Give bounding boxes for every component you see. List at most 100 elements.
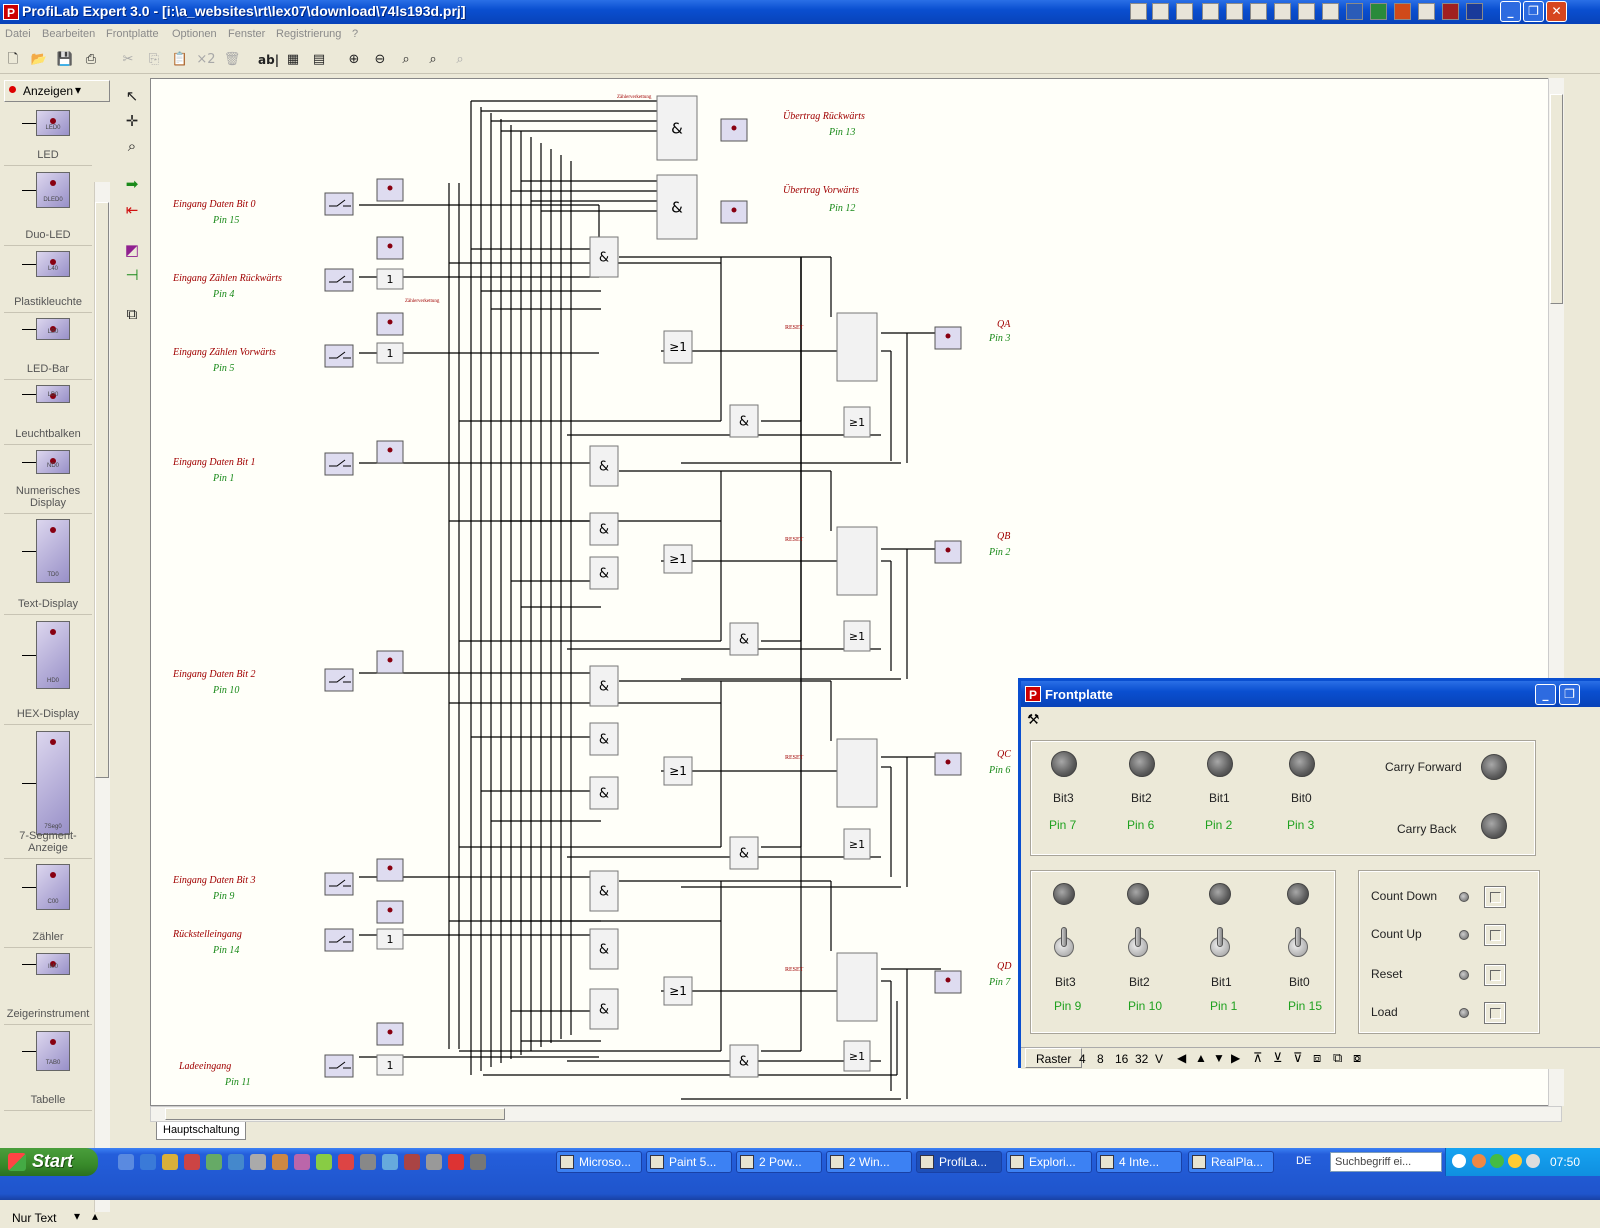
raster-v[interactable]: V — [1155, 1052, 1164, 1066]
raster-label[interactable]: Raster — [1025, 1048, 1083, 1068]
scroll-up-icon[interactable]: ▴ — [92, 1209, 99, 1223]
ie-icon[interactable] — [140, 1154, 156, 1170]
paste-icon[interactable]: 📋 — [171, 52, 189, 67]
arrow-red-icon[interactable]: ⇤ — [125, 201, 139, 219]
search-input[interactable]: Suchbegriff ei... — [1330, 1152, 1442, 1172]
task-button[interactable]: 2 Pow... — [736, 1151, 822, 1173]
crosshair-icon[interactable]: ✛ — [125, 112, 139, 130]
zoom-out-icon[interactable]: ⊖ — [374, 52, 386, 67]
show-desktop-icon[interactable] — [118, 1154, 134, 1170]
align-left-icon[interactable]: ◀ — [1177, 1051, 1187, 1065]
minimize-button[interactable]: _ — [1500, 1, 1521, 22]
grid-icon[interactable]: ▦ — [286, 52, 300, 67]
distribute-icon[interactable]: ⧇ — [1353, 1050, 1362, 1065]
language-indicator[interactable]: DE — [1296, 1155, 1312, 1167]
start-button[interactable]: Start — [0, 1148, 98, 1176]
sheet-tab-hauptschaltung[interactable]: Hauptschaltung — [156, 1122, 247, 1140]
scroll-down-icon[interactable]: ▾ — [74, 1209, 81, 1223]
open-icon[interactable]: 📂 — [30, 52, 48, 67]
canvas-hscroll-thumb[interactable] — [165, 1108, 505, 1120]
tray-icon-a[interactable] — [1472, 1154, 1486, 1168]
task-button[interactable]: 4 Inte... — [1096, 1151, 1182, 1173]
tray-icon-6[interactable] — [1250, 3, 1267, 20]
palette-footer[interactable]: Nur Text ▾ ▴ — [4, 1208, 110, 1228]
list-icon[interactable]: ▤ — [312, 52, 326, 67]
align-bottom-icon[interactable]: ⊽ — [1293, 1050, 1303, 1065]
powerpoint-icon[interactable] — [1394, 3, 1411, 20]
arrow-green-icon[interactable]: ➡ — [125, 175, 139, 193]
align-right-icon[interactable]: ▶ — [1231, 1051, 1241, 1065]
task-button[interactable]: Explori... — [1006, 1151, 1092, 1173]
quicklaunch-icon-14[interactable] — [404, 1154, 420, 1170]
quicklaunch-icon-11[interactable] — [338, 1154, 354, 1170]
toggle-switch[interactable] — [1127, 927, 1149, 961]
menu-datei[interactable]: Datei — [5, 28, 31, 40]
print-icon[interactable]: ⎙ — [85, 52, 97, 67]
word-icon[interactable] — [1346, 3, 1363, 20]
pointer-icon[interactable]: ↖ — [125, 87, 139, 105]
zoom-all-icon[interactable]: ⌕ — [429, 52, 437, 67]
copy-icon[interactable]: ⎘ — [148, 52, 160, 67]
duplicate-icon[interactable]: ×2 — [196, 52, 216, 67]
tray-icon-5[interactable] — [1226, 3, 1243, 20]
tray-icon-d[interactable] — [1526, 1154, 1540, 1168]
toggle-switch[interactable] — [1209, 927, 1231, 961]
toggle-switch[interactable] — [1053, 927, 1075, 961]
toggle-switch[interactable] — [1287, 927, 1309, 961]
tray-icon-3[interactable] — [1176, 3, 1193, 20]
quicklaunch-icon-5[interactable] — [206, 1154, 222, 1170]
distribute-v-icon[interactable]: ⧉ — [1333, 1050, 1343, 1065]
profilab-icon[interactable]: P — [3, 4, 19, 20]
frontplatte-restore-button[interactable]: ❐ — [1559, 684, 1580, 705]
task-button[interactable]: Microso... — [556, 1151, 642, 1173]
align-top-icon[interactable]: ⊼ — [1253, 1050, 1263, 1065]
notes-icon[interactable] — [1322, 3, 1339, 20]
zoom-disabled-icon[interactable]: ⌕ — [456, 52, 464, 67]
label-icon[interactable]: ab| — [258, 53, 280, 67]
tray-icon-1[interactable] — [1130, 3, 1147, 20]
tray-icon-2[interactable] — [1152, 3, 1169, 20]
tray-icon-7[interactable] — [1274, 3, 1291, 20]
quicklaunch-icon-3[interactable] — [162, 1154, 178, 1170]
menu-registrierung[interactable]: Registrierung — [276, 28, 342, 40]
task-button[interactable]: 2 Win... — [826, 1151, 912, 1173]
excel-icon[interactable] — [1370, 3, 1387, 20]
menu-bearbeiten[interactable]: Bearbeiten — [42, 28, 96, 40]
connect-icon[interactable]: ⊣ — [125, 266, 139, 284]
raster-4[interactable]: 4 — [1079, 1052, 1086, 1066]
quicklaunch-icon-12[interactable] — [360, 1154, 376, 1170]
quicklaunch-icon-6[interactable] — [228, 1154, 244, 1170]
menu-optionen[interactable]: Optionen — [172, 28, 217, 40]
frontplatte-minimize-button[interactable]: _ — [1535, 684, 1556, 705]
raster-32[interactable]: 32 — [1135, 1052, 1149, 1066]
restore-button[interactable]: ❐ — [1523, 1, 1544, 22]
control-button-count-up[interactable] — [1484, 924, 1506, 946]
tray-chevron-icon[interactable] — [1452, 1154, 1466, 1168]
menu-help[interactable]: ? — [352, 28, 359, 40]
swap-icon[interactable]: ⧉ — [126, 305, 138, 323]
mail-icon[interactable] — [1202, 3, 1219, 20]
tray-icon-13[interactable] — [1418, 3, 1435, 20]
align-center-icon[interactable]: ⊻ — [1273, 1050, 1283, 1065]
control-button-reset[interactable] — [1484, 964, 1506, 986]
save-icon[interactable]: 💾 — [56, 52, 74, 67]
magnifier-icon[interactable]: ⌕ — [127, 137, 137, 155]
new-icon[interactable]: 🗋 — [7, 52, 19, 67]
raster-8[interactable]: 8 — [1097, 1052, 1104, 1066]
cut-icon[interactable]: ✂ — [122, 52, 134, 67]
palette-scroll-thumb[interactable] — [95, 202, 109, 778]
hammer-icon[interactable]: ⚒ — [1027, 711, 1040, 727]
quicklaunch-icon-10[interactable] — [316, 1154, 332, 1170]
gradient-icon[interactable]: ◩ — [124, 241, 140, 259]
zoom-in-icon[interactable]: ⊕ — [348, 52, 360, 67]
quicklaunch-icon-7[interactable] — [250, 1154, 266, 1170]
